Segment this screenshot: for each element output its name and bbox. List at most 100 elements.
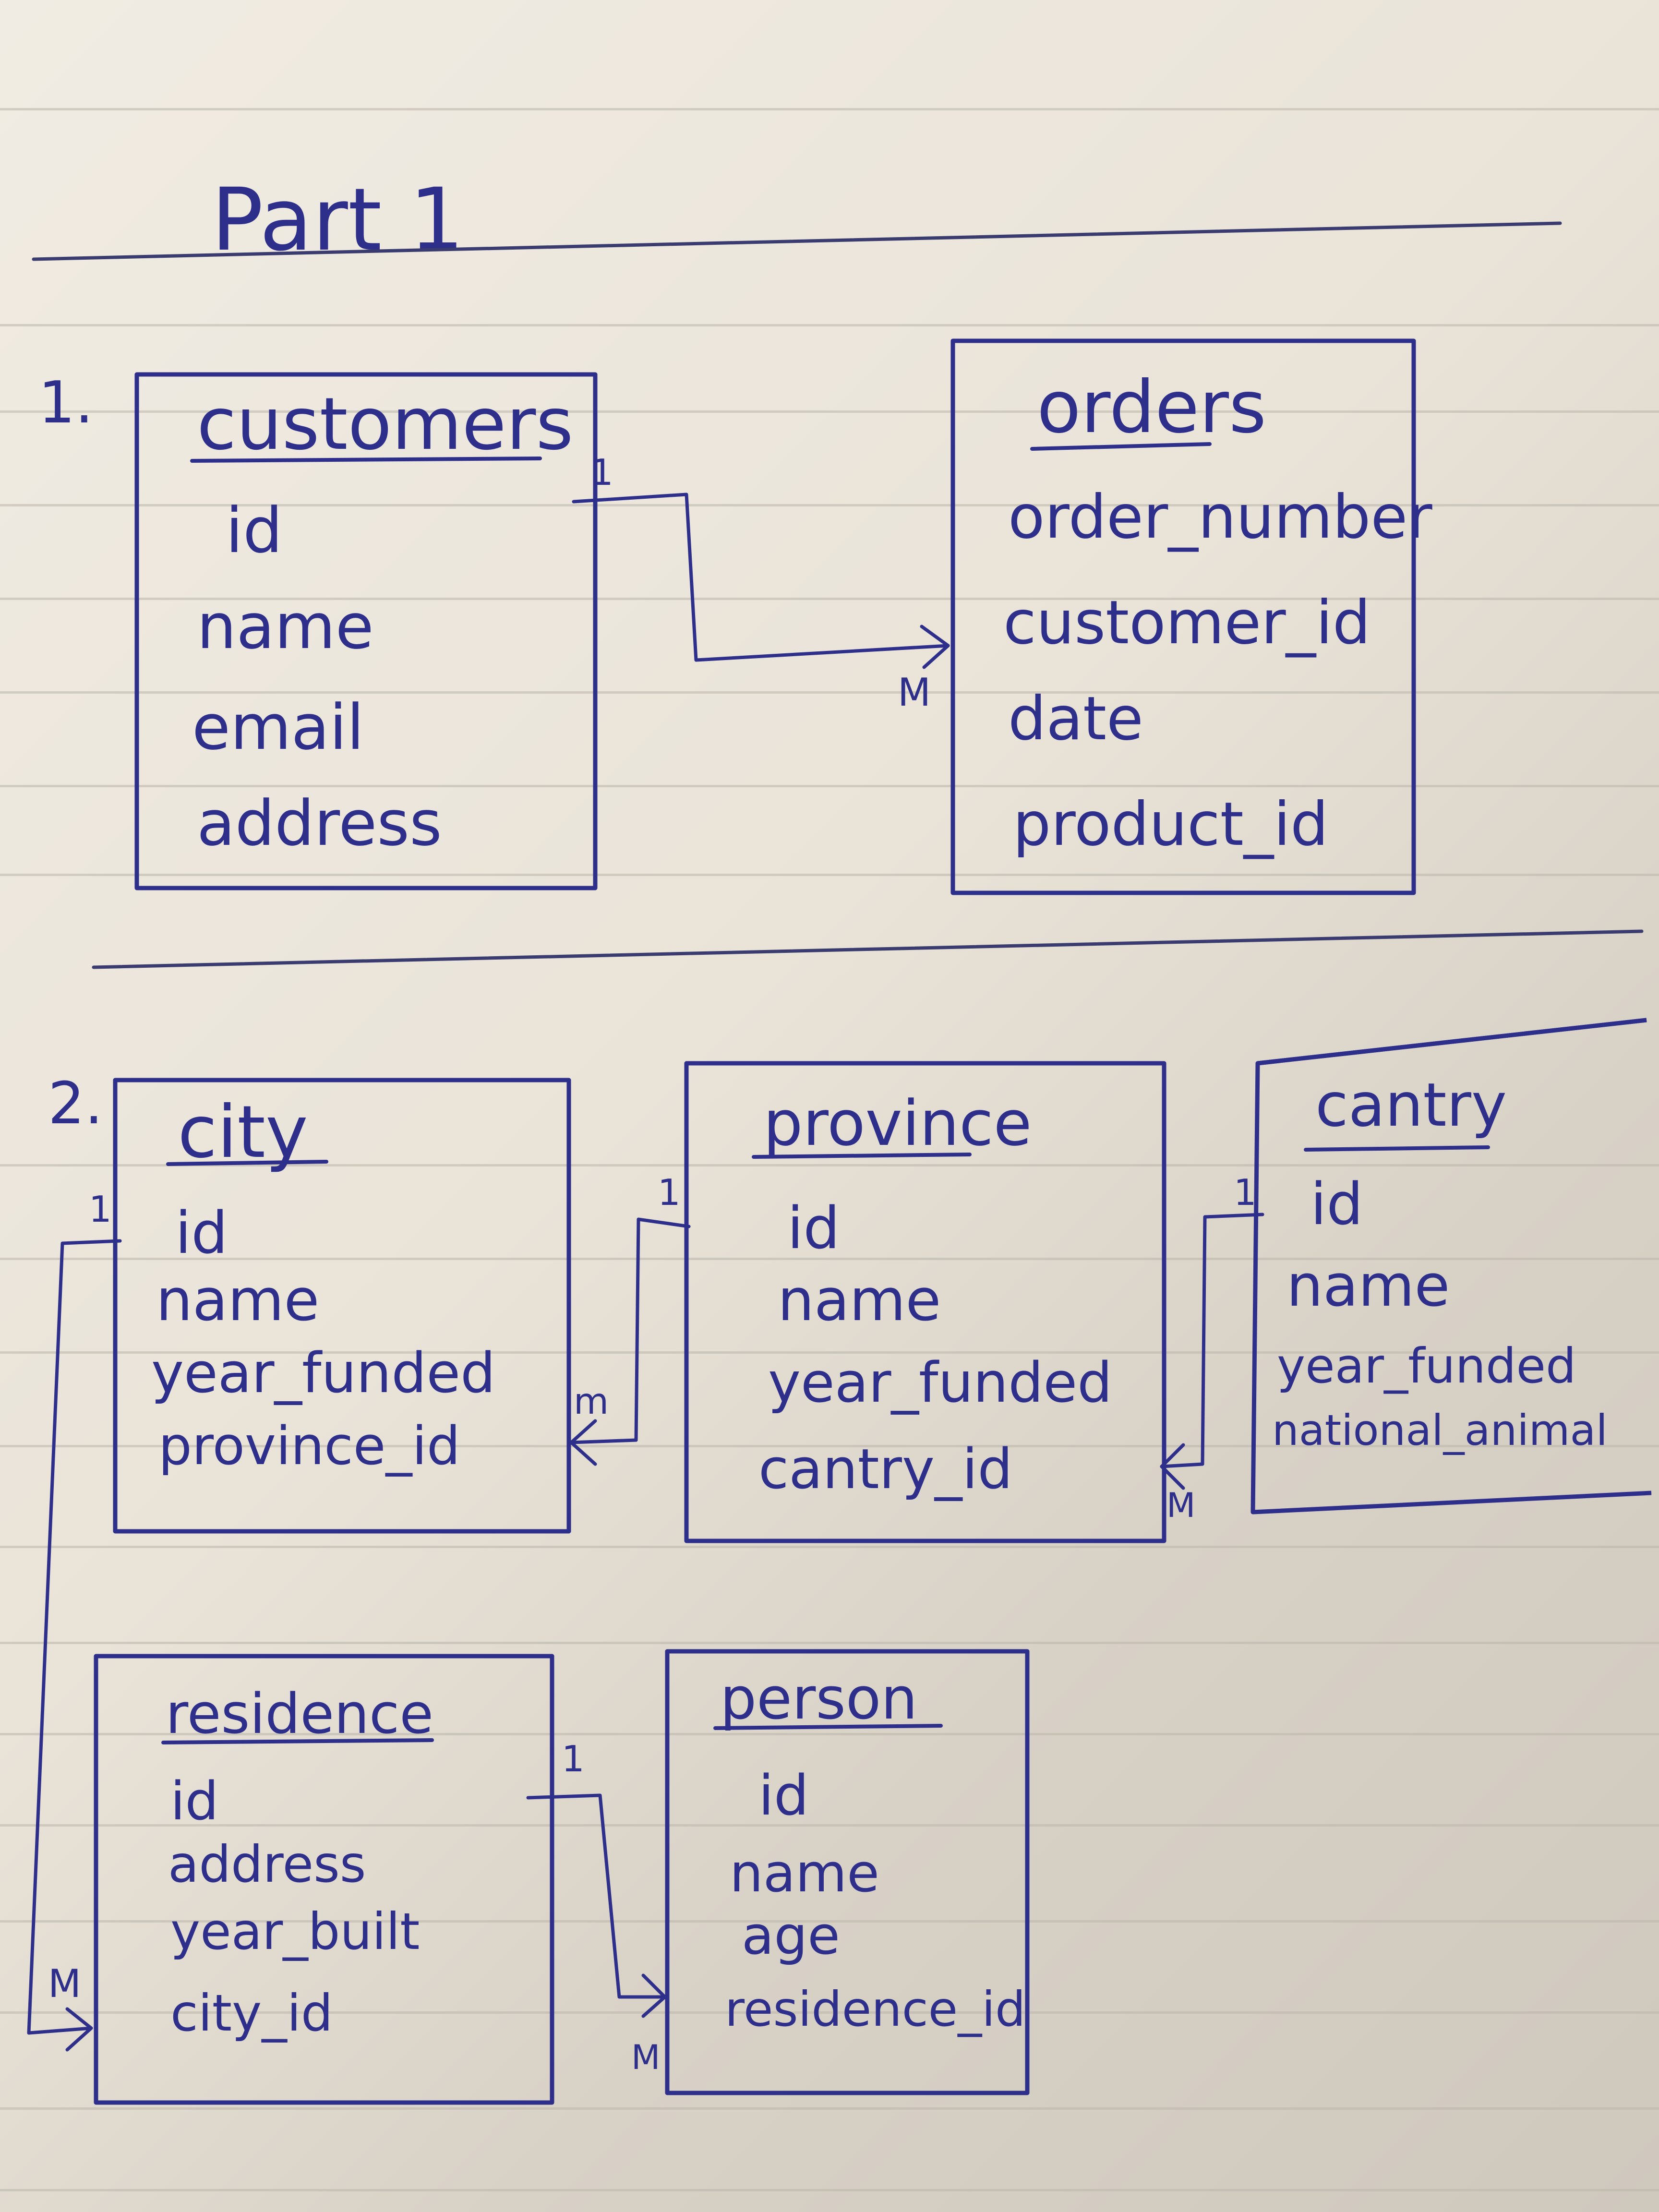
table-box [684,1061,1166,1543]
cardinality-many: m [574,1380,609,1422]
relation-customers-orders: 1 M [572,451,950,715]
table-customers: customers id name email address [134,372,598,890]
title-underline [166,1160,328,1166]
table-box [950,338,1416,895]
connector-line [526,1793,667,1999]
field: date [1008,684,1143,754]
heading-underline [32,221,1562,261]
field: name [730,1842,879,1904]
ruled-line [0,1445,1659,1447]
ruled-line [0,785,1659,787]
title-underline [161,1738,434,1744]
field: email [192,691,364,764]
field: year_funded [768,1351,1112,1415]
relation-city-residence: 1 M [27,1188,122,2052]
cardinality-one: 1 [658,1171,681,1214]
cardinality-many: M [1166,1486,1195,1525]
table-residence: residence id address year_built city_id [94,1654,554,2105]
ruled-line [0,2011,1659,2014]
ruled-line [0,874,1659,876]
ruled-line [0,1733,1659,1735]
section-divider [92,929,1644,969]
cardinality-one: 1 [590,451,613,493]
field: id [758,1764,809,1828]
ruled-line [0,2189,1659,2191]
field: cantry_id [758,1437,1012,1502]
relation-province-city: 1 m [569,1171,691,1466]
cardinality-many: M [48,1961,81,2006]
arrow-head [569,1419,597,1466]
table-cantry: cantry id name year_funded national_anim… [1250,1018,1652,1515]
arrow-head [65,2007,93,2052]
field: id [1310,1171,1363,1238]
field: name [156,1267,319,1334]
field: id [226,494,283,567]
field: national_animal [1272,1406,1608,1455]
cardinality-many: M [631,2038,660,2077]
ruled-line [0,598,1659,600]
table-city: city id name year_funded province_id [113,1078,571,1534]
title-underline [1030,442,1212,451]
table-province: province id name year_funded cantry_id [684,1061,1166,1543]
title-underline [713,1724,943,1730]
field: province_id [158,1415,460,1477]
field: residence_id [725,1981,1025,2037]
ruled-line [0,504,1659,506]
ruled-line [0,691,1659,694]
ruled-line [0,1258,1659,1260]
cardinality-one: 1 [89,1188,112,1230]
field: id [170,1770,218,1832]
field: id [175,1200,228,1267]
cardinality-many: M [898,670,931,715]
field: name [778,1267,941,1334]
table-title: orders [1037,366,1266,449]
table-title: city [178,1091,308,1174]
ruled-line [0,1546,1659,1548]
table-title: cantry [1315,1070,1507,1140]
field: order_number [1008,482,1432,552]
table-title: person [720,1666,917,1732]
ruled-line [0,410,1659,413]
title-underline [190,457,542,463]
table-box [665,1649,1030,2095]
connector-line [569,1217,691,1444]
title-underline [1304,1145,1490,1152]
table-box [94,1654,554,2105]
table-box [113,1078,571,1534]
field: age [742,1905,840,1966]
ruled-line [0,2107,1659,2110]
field: year_built [170,1902,420,1961]
ruled-line [0,1164,1659,1166]
title-underline [752,1153,972,1159]
table-person: person id name age residence_id [665,1649,1030,2095]
cardinality-one: 1 [1234,1171,1257,1214]
connector-line [1160,1213,1264,1468]
table-box [134,372,598,890]
field: year_funded [151,1341,495,1406]
field: city_id [170,1984,333,2043]
table-orders: orders order_number customer_id date pro… [950,338,1432,895]
field: product_id [1013,790,1328,859]
ruled-line [0,1920,1659,1923]
table-box [1250,1018,1652,1515]
field: year_funded [1277,1338,1576,1394]
ruled-line [0,1351,1659,1354]
arrow-head [1160,1443,1185,1490]
arrow-head [920,625,950,669]
field: name [197,590,374,663]
cardinality-one: 1 [562,1738,585,1780]
field: customer_id [1003,588,1370,658]
field: address [197,787,442,860]
ruled-line [0,1642,1659,1644]
ruled-line [0,108,1659,110]
relation-residence-person: 1 M [526,1738,667,2077]
connector-line [572,493,950,662]
table-title: province [763,1087,1032,1160]
table-title: customers [197,383,574,466]
field: name [1286,1253,1450,1320]
arrow-head [641,1973,667,2018]
field: id [787,1195,840,1262]
field: address [168,1835,366,1894]
section-2-label: 2. [48,1070,103,1137]
